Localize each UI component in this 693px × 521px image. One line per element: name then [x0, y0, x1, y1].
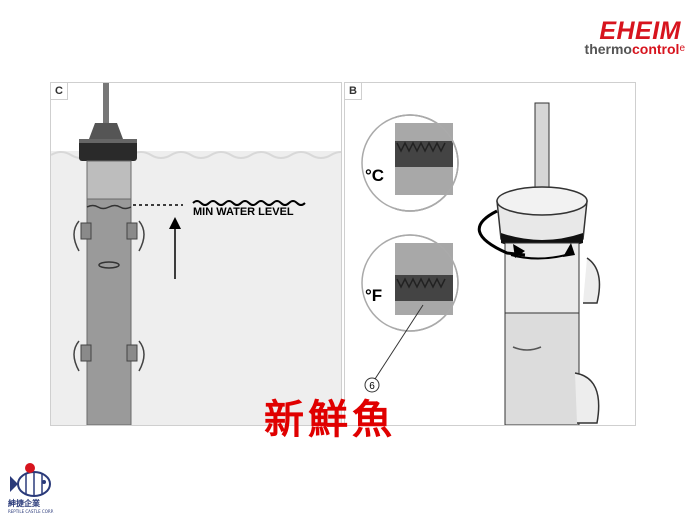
company-logo: 紳捷企業 REPTILE CASTLE CORP.: [4, 460, 66, 520]
lower-suction-cups: [73, 340, 145, 372]
panel-c-illustration: MIN WATER LEVEL: [51, 83, 341, 425]
heater-min-mark: [86, 204, 132, 210]
up-arrow-head: [169, 217, 181, 229]
fahrenheit-label: °F: [365, 286, 382, 305]
caption-text: 新鮮魚: [264, 396, 396, 443]
heater-b-rod: [534, 102, 550, 199]
panel-c-label: C: [51, 83, 68, 100]
heater-cable: [103, 83, 109, 123]
fish-logo-icon: [10, 463, 51, 497]
callout-circle: [364, 377, 380, 393]
logo-subtitle: thermocontrole: [585, 42, 685, 56]
logo-sub-thermo: thermo: [584, 41, 632, 57]
logo-brand-text: EHEIM: [599, 17, 681, 45]
rotation-arrow-left: [477, 209, 526, 257]
panel-c-min-water-level: C MIN WATER LEVEL: [50, 82, 342, 426]
heater-b-suction-cup-lower: [574, 372, 600, 424]
logo-sub-control: control: [631, 41, 680, 57]
min-water-level-label: MIN WATER LEVEL: [193, 206, 294, 218]
heater-upper-section: [86, 160, 132, 200]
rotation-arrow-right: [563, 243, 575, 257]
upper-suction-cups: [73, 220, 145, 252]
heater-tube: [86, 160, 132, 425]
company-subname: REPTILE CASTLE CORP.: [8, 509, 54, 514]
logo-sub-e: e: [679, 43, 685, 54]
callout-number: 6: [369, 381, 375, 392]
panel-b-label: B: [345, 83, 362, 100]
heater-b-suction-cup-upper: [583, 257, 601, 304]
eheim-logo: EHEIM thermocontrole: [555, 18, 685, 58]
panel-b-temperature-unit: B °C °F 6: [344, 82, 636, 426]
heater-cap-top: [89, 123, 123, 139]
callout-leader-line: [374, 304, 424, 380]
panel-b-illustration: °C °F 6: [357, 102, 601, 425]
min-level-wave-marker: [192, 200, 306, 206]
heater-control-knob: [79, 139, 137, 161]
celsius-label: °C: [365, 166, 384, 185]
company-name: 紳捷企業: [8, 499, 40, 508]
